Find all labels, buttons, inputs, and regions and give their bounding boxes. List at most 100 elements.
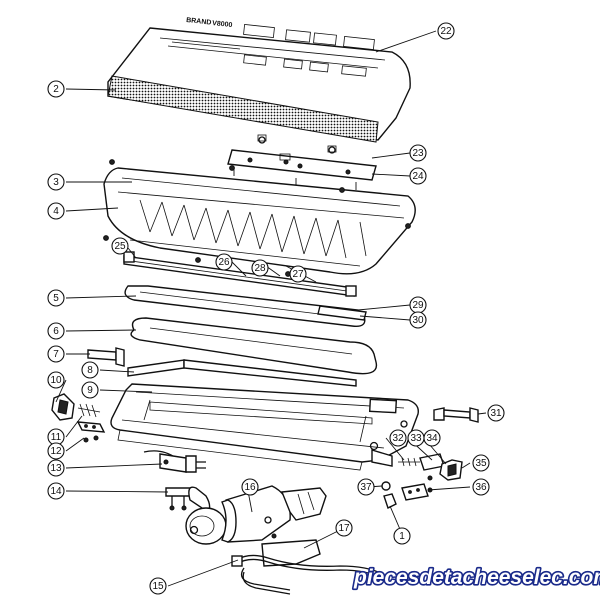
callout-label: 24 [412,171,424,182]
callout-label: 14 [50,486,62,497]
callout-circle [81,381,99,399]
callout-29: 29 [409,296,427,314]
callout-5: 5 [47,289,65,307]
upper-foam-gasket [124,285,367,327]
callout-circle [335,519,353,537]
callout-label: 26 [218,257,230,268]
callout-label: 31 [490,408,502,419]
callout-circle [409,144,427,162]
sealing-element-bar [127,359,357,387]
callout-36: 36 [472,478,490,496]
callout-7: 7 [47,345,65,363]
callout-23: 23 [409,144,427,162]
callout-label: 35 [475,458,487,469]
callout-26: 26 [215,253,233,271]
callout-label: 37 [360,482,372,493]
callout-4: 4 [47,202,65,220]
callout-label: 16 [244,482,256,493]
callout-circle [437,22,455,40]
callout-circle [389,429,407,447]
lower-gasket-frame [130,317,378,375]
callout-circle [472,478,490,496]
callout-label: 4 [53,206,59,217]
callout-label: 6 [53,326,59,337]
callout-label: 33 [410,433,422,444]
top-lid: BRAND V8000 [107,17,411,143]
callout-14: 14 [47,482,65,500]
callout-35: 35 [472,454,490,472]
callout-circle [111,237,129,255]
callout-label: 29 [412,300,424,311]
callout-label: 30 [412,315,424,326]
callout-label: 8 [87,365,93,376]
callout-label: 3 [53,177,59,188]
callout-circle [81,361,99,379]
upper-housing [103,159,416,277]
callout-circle [289,265,307,283]
base-housing [110,383,419,471]
callout-label: 1 [399,531,405,542]
callout-circle [215,253,233,271]
callout-label: 9 [87,385,93,396]
part-number-callouts: 1234567891011121314151617222324252627282… [47,22,505,595]
hose-and-bracket [231,539,384,595]
callout-circle [409,167,427,185]
callout-6: 6 [47,322,65,340]
callout-circle [241,478,259,496]
callout-circle [47,80,65,98]
callout-label: 15 [152,581,164,592]
callout-circle [47,289,65,307]
callout-circle [423,429,441,447]
heating-seal-strip [123,251,357,297]
callout-label: 27 [292,269,304,280]
callout-label: 34 [426,433,438,444]
latch-pin-bracket [87,347,125,367]
callout-label: 36 [475,482,487,493]
callout-label: 25 [114,241,126,252]
callout-circle [47,442,65,460]
callout-9: 9 [81,381,99,399]
callout-34: 34 [423,429,441,447]
callout-17: 17 [335,519,353,537]
callout-31: 31 [487,404,505,422]
cord-clip [165,487,191,511]
callout-circle [47,482,65,500]
callout-27: 27 [289,265,307,283]
callout-37: 37 [357,478,375,496]
callout-circle [47,202,65,220]
callout-label: 12 [50,446,62,457]
vacuum-pump-motor [185,485,327,545]
callout-circle [472,454,490,472]
callout-label: 5 [53,293,59,304]
callout-33: 33 [407,429,425,447]
callout-label: 2 [53,84,59,95]
callout-circle [47,322,65,340]
callout-12: 12 [47,442,65,460]
callout-circle [409,311,427,329]
callout-circle [47,371,65,389]
callout-3: 3 [47,173,65,191]
power-cord-plug [143,450,206,473]
callout-28: 28 [251,259,269,277]
callout-label: 32 [392,433,404,444]
callout-label: 28 [254,263,266,274]
left-latch-assembly [51,393,106,443]
callout-circle [47,173,65,191]
callout-25: 25 [111,237,129,255]
brand-model-text: V8000 [212,20,233,29]
leader-lines [55,30,487,587]
callout-circle [357,478,375,496]
callout-2: 2 [47,80,65,98]
callout-label: 13 [50,463,62,474]
control-circuit-board [227,134,377,190]
callout-8: 8 [81,361,99,379]
callout-16: 16 [241,478,259,496]
callout-label: 7 [53,349,59,360]
callout-label: 11 [51,432,62,443]
callout-circle [47,345,65,363]
right-latch-assembly [381,407,479,509]
callout-13: 13 [47,459,65,477]
site-watermark: piecesdetacheeselec.com [353,566,600,589]
